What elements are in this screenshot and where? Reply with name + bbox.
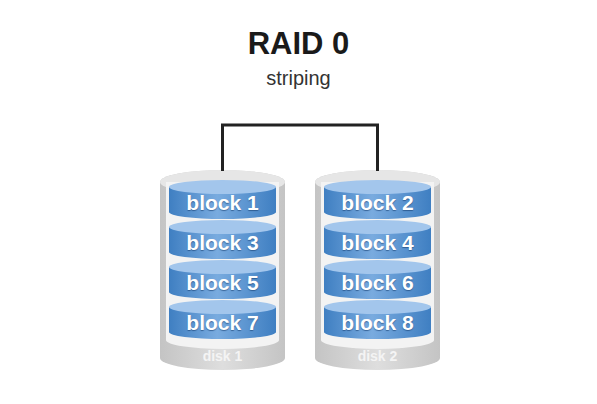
disk-label: disk 1 — [160, 348, 285, 364]
disk-inner — [166, 182, 279, 349]
disk-node: disk 1 block 1 block 3 block 5 block 7 — [160, 170, 285, 370]
disk-body — [160, 170, 285, 370]
block-label: block 3 — [169, 230, 276, 256]
data-block: block 3 — [169, 220, 276, 260]
block-label: block 5 — [169, 270, 276, 296]
data-block: block 4 — [324, 220, 431, 260]
block-label: block 8 — [324, 310, 431, 336]
block-label: block 4 — [324, 230, 431, 256]
block-label: block 2 — [324, 190, 431, 216]
subtitle-label: striping — [0, 66, 597, 90]
data-block: block 1 — [169, 180, 276, 220]
data-block: block 7 — [169, 300, 276, 340]
disk-label: disk 2 — [315, 348, 440, 364]
block-label: block 7 — [169, 310, 276, 336]
data-block: block 5 — [169, 260, 276, 300]
disk-inner — [321, 182, 434, 349]
data-block: block 2 — [324, 180, 431, 220]
block-label: block 6 — [324, 270, 431, 296]
disk-body — [315, 170, 440, 370]
block-label: block 1 — [169, 190, 276, 216]
diagram-title: RAID 0 — [0, 26, 597, 62]
data-block: block 8 — [324, 300, 431, 340]
disk-node: disk 2 block 2 block 4 block 6 block 8 — [315, 170, 440, 370]
bus-connector — [223, 125, 378, 171]
data-block: block 6 — [324, 260, 431, 300]
